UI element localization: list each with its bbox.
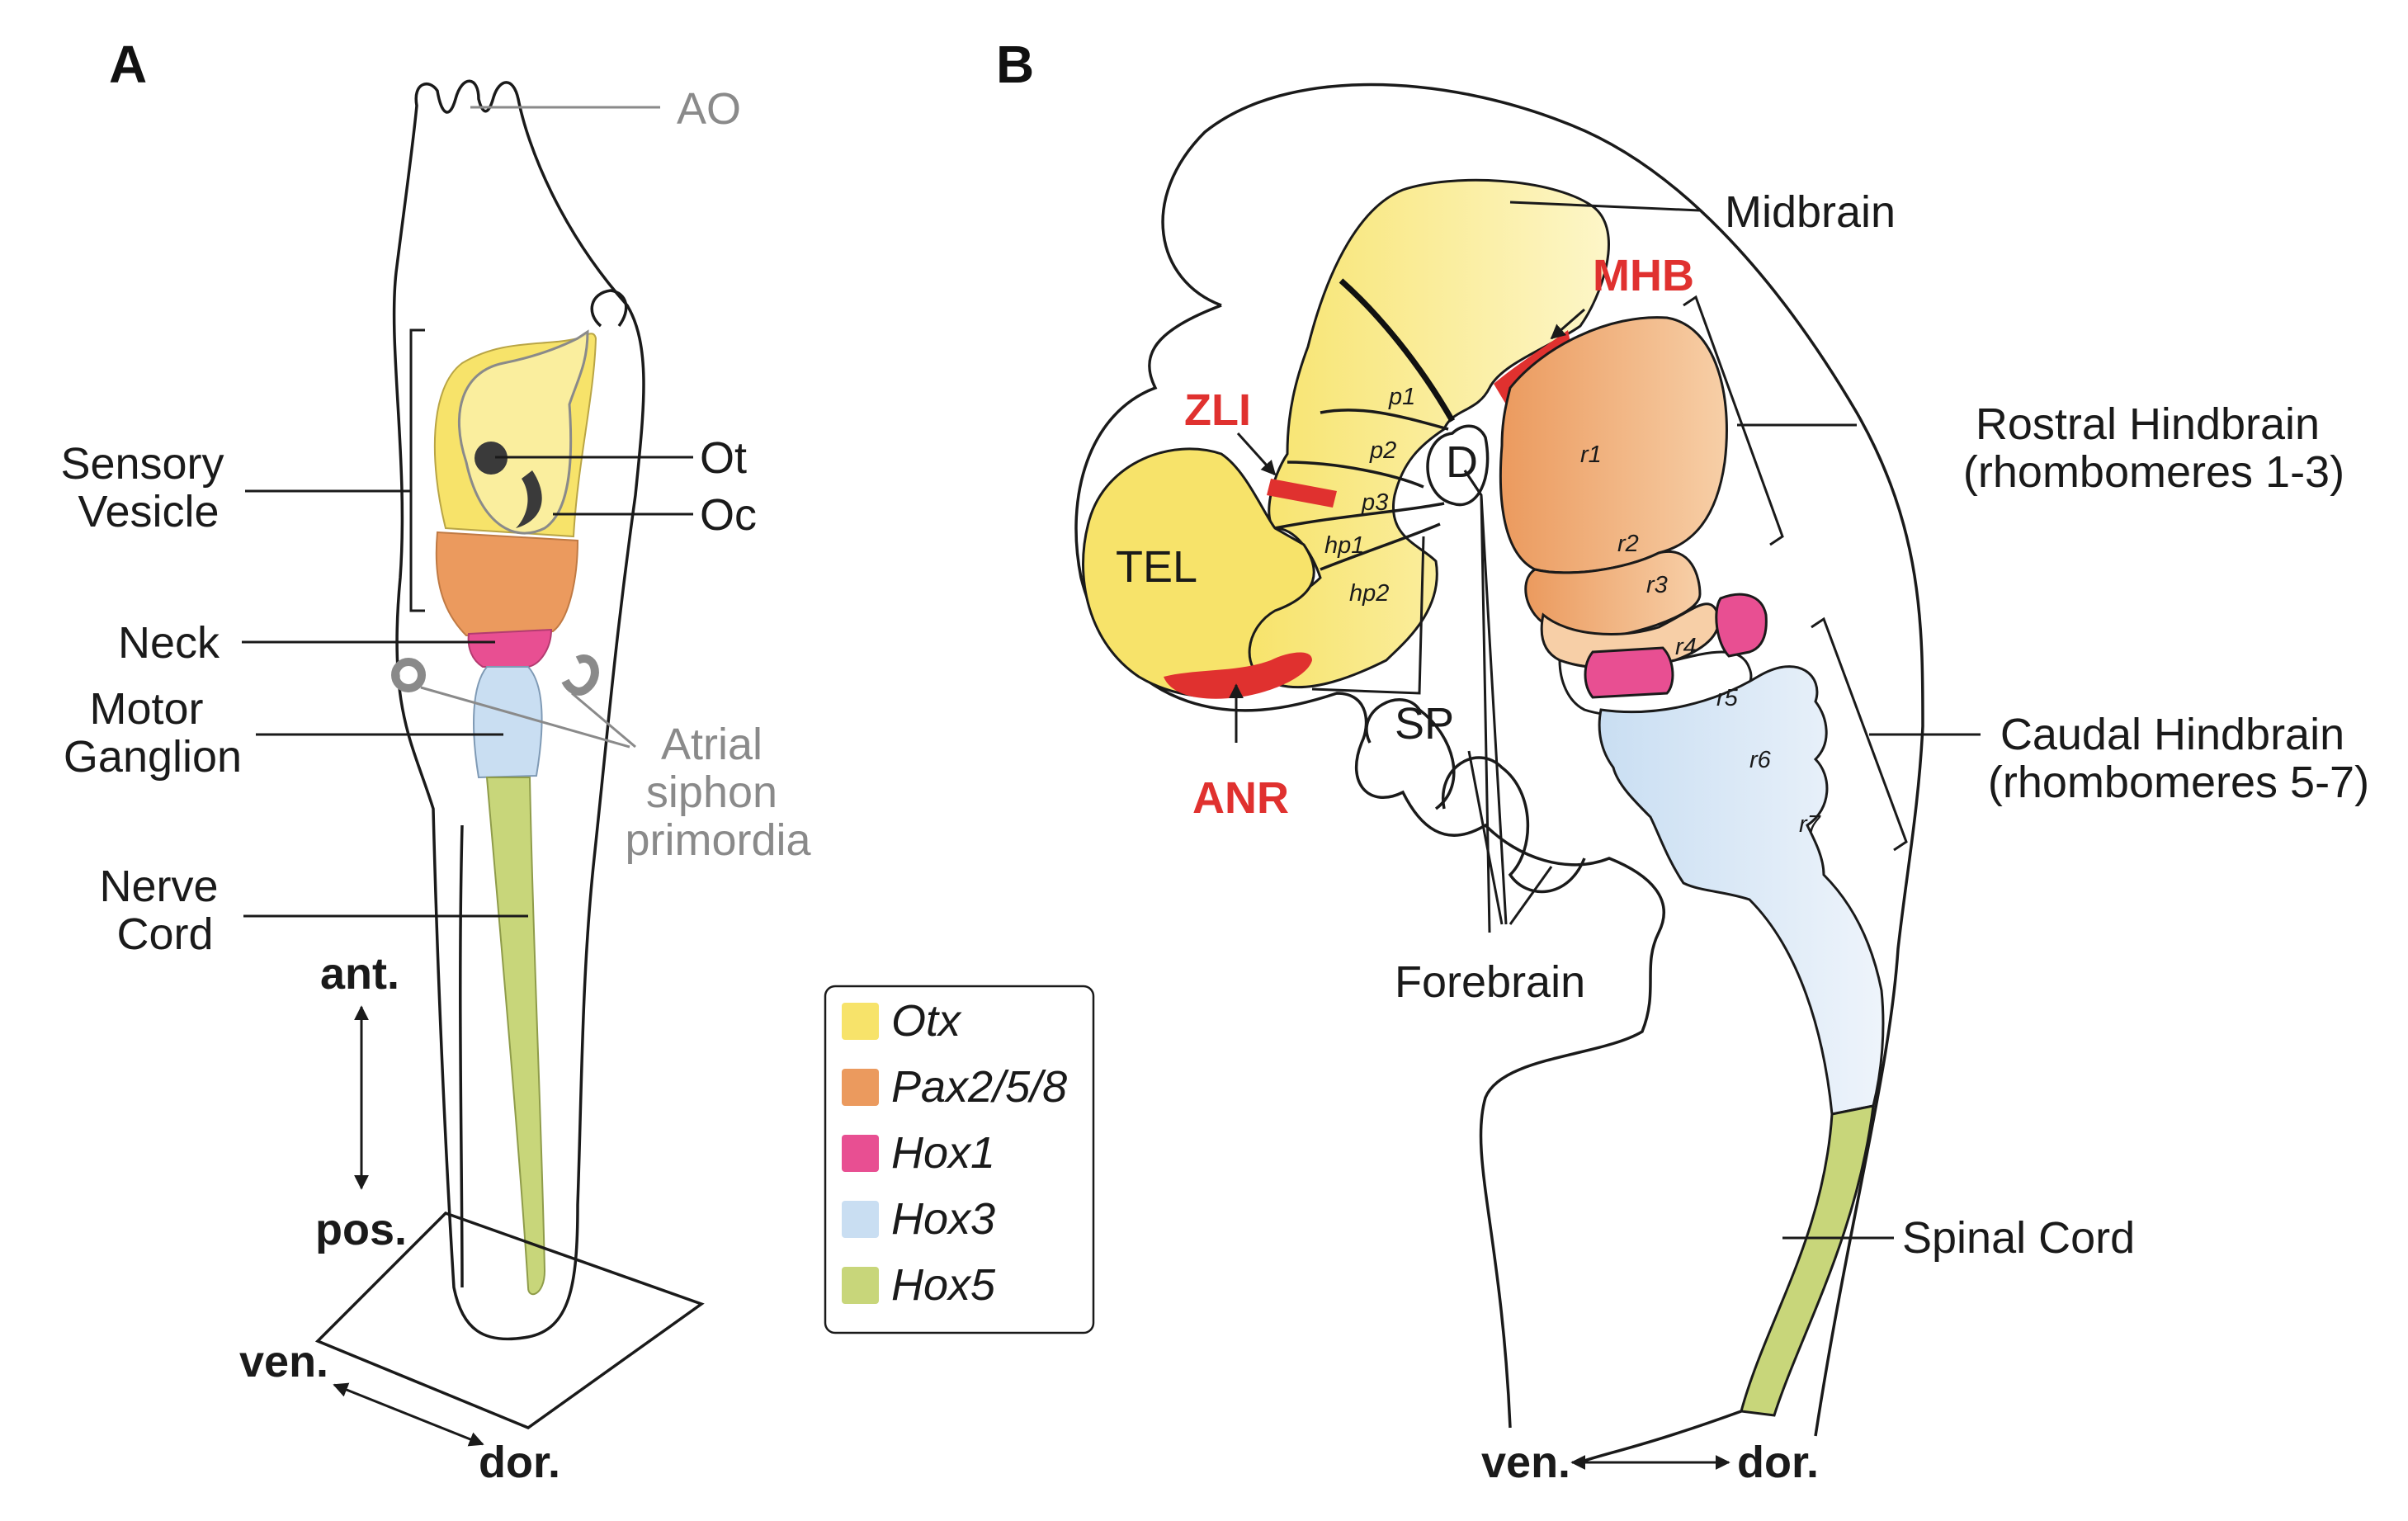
ocellus-capsule: [457, 329, 589, 535]
p1-p2-line: [1320, 409, 1449, 431]
atrial-siphon-leader-2: [571, 692, 636, 749]
segment-p1: p1: [1388, 384, 1415, 410]
legend-swatch-3: [842, 1201, 879, 1238]
spinal-cord-region: [1740, 1104, 1875, 1417]
legend-swatch-4: [842, 1267, 879, 1304]
forebrain-leader-1: [1467, 750, 1504, 925]
segment-hp2: hp2: [1349, 580, 1389, 607]
midbrain-leader: [1509, 201, 1701, 212]
hox1-r4-right: [1715, 593, 1768, 658]
rhombomere-r3-label: r3: [1646, 572, 1668, 598]
zli-label: ZLI: [1184, 385, 1251, 435]
ascidian-larva-diagram: [242, 79, 705, 1429]
tail-inner-outline: [459, 824, 464, 1288]
axis-ven-label-a: ven.: [239, 1337, 328, 1386]
ot-label: Ot: [700, 433, 747, 483]
rhombomere-r2-label: r2: [1617, 531, 1639, 557]
diencephalon-midbrain-boundary: [1339, 278, 1456, 423]
zli-arrow: [1236, 432, 1277, 476]
atrial-siphon-leader-1: [420, 686, 630, 749]
anr-boundary: [1164, 652, 1312, 699]
telencephalon-region: [1082, 447, 1315, 698]
legend-swatch-2: [842, 1135, 879, 1172]
rhombomere-r4-label: r4: [1675, 634, 1697, 660]
panel-a-label: A: [109, 35, 147, 94]
anr-label: ANR: [1192, 773, 1289, 823]
rhombomere-r1: [1499, 316, 1728, 574]
pax-region-a: [435, 531, 579, 637]
legend-box: [824, 985, 1095, 1334]
legend-label-4: Hox5: [891, 1260, 996, 1310]
sensory-vesicle-bracket: [409, 328, 425, 612]
spinal-cord-label: Spinal Cord: [1902, 1213, 2135, 1263]
axis-ven-label-b: ven.: [1481, 1438, 1570, 1487]
d-label: D: [1446, 437, 1478, 487]
mhb-arrow: [1550, 308, 1585, 340]
p3-hp1-line: [1274, 502, 1445, 530]
sensory-vesicle-label: Sensory Vesicle: [60, 439, 236, 536]
rhombomere-r6-label: r6: [1749, 747, 1772, 773]
sp-label: SP: [1395, 699, 1454, 749]
segment-p3: p3: [1361, 489, 1388, 516]
legend-label-3: Hox3: [891, 1194, 995, 1244]
midbrain-label: Midbrain: [1725, 187, 1896, 237]
panel-b-label: B: [996, 35, 1034, 94]
atrial-siphon-label: Atrial siphon primordia: [625, 720, 811, 865]
motor-ganglion-label: Motor Ganglion: [64, 684, 242, 782]
legend-label-2: Hox1: [891, 1128, 995, 1178]
nerve-cord-label: Nerve Cord: [99, 862, 230, 959]
forebrain-bulge-1: [1365, 698, 1456, 810]
rostral-hindbrain-bracket: [1683, 295, 1784, 546]
rhombomere-r1-label: r1: [1580, 442, 1602, 468]
mhb-label: MHB: [1593, 251, 1694, 300]
atrial-opening-papilla: [590, 289, 628, 328]
p2-p3-line: [1287, 461, 1424, 489]
legend-label-1: Pax2/5/8: [891, 1062, 1067, 1112]
otolith: [475, 442, 508, 475]
zli-boundary: [1267, 479, 1337, 508]
forebrain-label: Forebrain: [1395, 957, 1585, 1007]
segment-hp1: hp1: [1324, 532, 1364, 559]
legend-swatch-0: [842, 1003, 879, 1040]
diencephalon-notch: [1426, 424, 1490, 507]
vertebrate-brain-diagram: [1074, 83, 1981, 1462]
neural-tube-line: [1584, 1410, 1742, 1462]
d-leader-2: [1463, 470, 1491, 933]
ocellus: [516, 470, 542, 528]
sp-leader: [1311, 536, 1425, 695]
segment-p2: p2: [1369, 437, 1396, 464]
hp1-hp2-line: [1320, 522, 1441, 571]
tel-label: TEL: [1116, 542, 1197, 592]
legend-swatch-1: [842, 1069, 879, 1106]
rhombomere-r5-label: r5: [1716, 685, 1739, 711]
caudal-hindbrain-region: [1598, 665, 1885, 1116]
ao-label: AO: [677, 84, 741, 134]
caudal-hindbrain-label: Caudal Hindbrain (rhombomeres 5-7): [1988, 710, 2369, 807]
axis-pos-label: pos.: [315, 1205, 407, 1254]
larva-body-outline: [392, 79, 645, 1341]
rostral-hindbrain-label: Rostral Hindbrain (rhombomeres 1-3): [1963, 399, 2344, 497]
rhombomere-r7-label: r7: [1799, 811, 1822, 838]
axis-ant-label: ant.: [320, 949, 399, 999]
embryo-head-outline: [1074, 304, 1665, 1429]
embryo-outer-outline: [1161, 83, 1924, 1437]
neck-label: Neck: [118, 618, 220, 668]
axis-ven-dor-arrow-a: [333, 1382, 484, 1447]
oc-label: Oc: [700, 490, 757, 540]
forebrain-leader-2: [1509, 866, 1553, 925]
hox1-region-a: [467, 628, 553, 668]
atrial-siphon-left: [391, 658, 426, 692]
axis-dor-label-a: dor.: [479, 1438, 560, 1487]
axis-dor-label-b: dor.: [1737, 1438, 1819, 1487]
forebrain-bulge-2: [1441, 756, 1586, 894]
hox5-region-a: [485, 777, 546, 1296]
atrial-siphon-right: [561, 654, 599, 696]
hox1-r4-left: [1584, 646, 1674, 699]
hox3-region-a: [473, 666, 543, 779]
legend-label-0: Otx: [891, 996, 962, 1046]
caudal-hindbrain-bracket: [1811, 616, 1908, 852]
